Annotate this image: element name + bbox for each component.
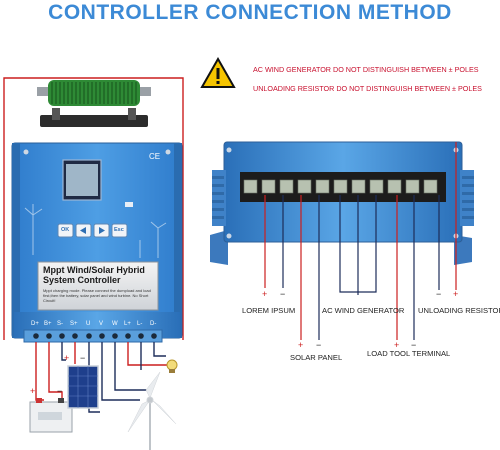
minus-mark: − — [411, 340, 417, 350]
warning-wind-generator: AC WIND GENERATOR DO NOT DISTINGUISH BET… — [253, 65, 479, 74]
minus-mark: − — [280, 289, 286, 299]
plus-mark: + — [30, 386, 36, 396]
minus-mark: − — [436, 289, 442, 299]
controller-unit — [11, 142, 183, 343]
battery-image — [29, 398, 73, 433]
label-unloading-resistor: UNLOADING RESISTOR — [418, 306, 500, 315]
terminal-label: S- — [57, 321, 63, 327]
label-load-tool-terminal: LOAD TOOL TERMINAL — [367, 349, 451, 358]
minus-mark: − — [316, 340, 322, 350]
label-solar-panel: SOLAR PANEL — [290, 353, 343, 362]
control-buttons — [57, 223, 128, 238]
warning-unloading-resistor: UNLOADING RESISTOR DO NOT DISTINGUISH BE… — [253, 84, 482, 93]
unloading-resistor-image — [37, 80, 151, 127]
resistor-wire-loop — [3, 77, 184, 340]
label-ac-wind-generator: AC WIND GENERATOR — [322, 306, 405, 315]
warning-icon — [200, 57, 236, 88]
wind-turbine-image — [127, 371, 177, 450]
label-lorem-ipsum: LOREM IPSUM — [242, 306, 296, 315]
plus-mark: + — [453, 289, 459, 299]
plus-mark: + — [394, 340, 400, 350]
terminal-label: D- — [150, 321, 157, 327]
terminal-label: V — [99, 321, 104, 327]
ce-mark: CE — [149, 152, 161, 161]
plus-mark: + — [64, 353, 70, 363]
minus-mark: − — [57, 386, 63, 396]
terminal-label: W — [112, 321, 118, 327]
terminal-label: U — [86, 321, 91, 327]
terminal-label: D+ — [31, 321, 39, 327]
plus-mark: + — [262, 289, 268, 299]
page-title: CONTROLLER CONNECTION METHOD — [48, 1, 452, 24]
terminal-block-image — [210, 141, 474, 265]
controller-wires — [35, 342, 172, 413]
ok-button-label: OK — [61, 227, 70, 233]
terminal-label: L- — [137, 321, 143, 327]
solar-panel-image — [67, 365, 99, 409]
terminal-label: B+ — [44, 321, 52, 327]
controller-panel-title: Mppt Wind/Solar Hybrid System Controller — [43, 265, 145, 285]
terminal-label: L+ — [124, 321, 131, 327]
minus-mark: − — [80, 353, 86, 363]
light-bulb-image — [166, 359, 178, 373]
plus-mark: + — [298, 340, 304, 350]
terminal-label: S+ — [70, 321, 78, 327]
esc-button-label: Esc — [114, 227, 124, 233]
controller-panel-note: Mppt charging mode. Please connect the d… — [43, 288, 151, 303]
terminal-leader-lines — [264, 142, 457, 340]
